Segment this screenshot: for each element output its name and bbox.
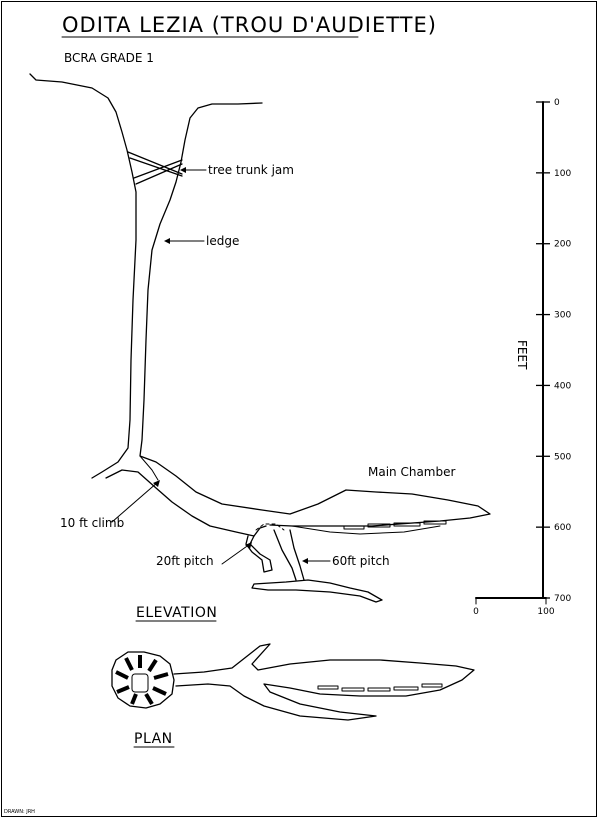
width-tick-100: 100 xyxy=(537,607,554,617)
survey-title: ODITA LEZIA (TROU D'AUDIETTE) xyxy=(62,13,437,37)
junction-branch xyxy=(139,455,159,481)
elevation-annotations: tree trunk jam ledge Main Chamber 10 ft … xyxy=(60,163,455,568)
tree-trunk-jam xyxy=(127,151,183,185)
depth-tick-700: 700 xyxy=(554,594,571,604)
shaft-left-wall xyxy=(29,73,137,479)
chamber-boulders xyxy=(343,520,447,530)
shaft-right-wall xyxy=(139,102,491,527)
elevation-heading: ELEVATION xyxy=(136,605,217,621)
ledge-label: ledge xyxy=(206,234,239,248)
main-chamber-label: Main Chamber xyxy=(368,465,455,479)
climb-pointer xyxy=(111,481,159,523)
twenty-ft-pitch xyxy=(245,535,273,573)
shaft-rim-hachures xyxy=(115,655,169,706)
pitch-top-dashed xyxy=(255,523,285,531)
plan-boulders xyxy=(317,683,443,692)
tree-trunk-jam-label: tree trunk jam xyxy=(208,163,294,177)
width-tick-0: 0 xyxy=(473,607,479,617)
junction-floor xyxy=(105,469,267,537)
width-scale: 0 100 xyxy=(473,597,555,617)
elevation-view xyxy=(29,73,491,603)
plan-heading: PLAN xyxy=(134,731,173,747)
lower-passage xyxy=(251,579,383,603)
depth-tick-500: 500 xyxy=(554,452,571,462)
depth-tick-200: 200 xyxy=(554,240,571,250)
jam-arrowhead xyxy=(180,167,186,173)
twenty-ft-arrowhead xyxy=(245,542,252,549)
ten-ft-climb-label: 10 ft climb xyxy=(60,516,124,530)
chamber-floor xyxy=(291,525,441,535)
depth-scale: 0 100 200 300 400 500 600 700 FEET xyxy=(515,98,571,604)
depth-tick-0: 0 xyxy=(554,98,560,108)
main-passage-plan xyxy=(173,643,475,721)
twenty-ft-pointer xyxy=(221,543,251,565)
depth-tick-100: 100 xyxy=(554,169,571,179)
depth-tick-400: 400 xyxy=(554,381,571,391)
sixty-ft-pitch-label: 60ft pitch xyxy=(332,554,390,568)
entrance-shaft-plan xyxy=(111,651,175,709)
depth-unit-label: FEET xyxy=(515,340,529,370)
grade-label: BCRA GRADE 1 xyxy=(64,51,154,65)
drawn-by-credit: DRAWN: JRH xyxy=(4,809,35,815)
depth-tick-600: 600 xyxy=(554,523,571,533)
shaft-floor-plan xyxy=(131,673,149,693)
twenty-ft-pitch-label: 20ft pitch xyxy=(156,554,214,568)
climb-arrowhead xyxy=(153,480,160,487)
plan-view xyxy=(111,643,475,721)
depth-scale-ticks: 0 100 200 300 400 500 600 700 xyxy=(536,98,571,604)
sixty-ft-pitch xyxy=(273,529,305,581)
sixty-ft-arrowhead xyxy=(302,558,308,564)
depth-tick-300: 300 xyxy=(554,311,571,321)
ledge-arrowhead xyxy=(164,238,170,244)
